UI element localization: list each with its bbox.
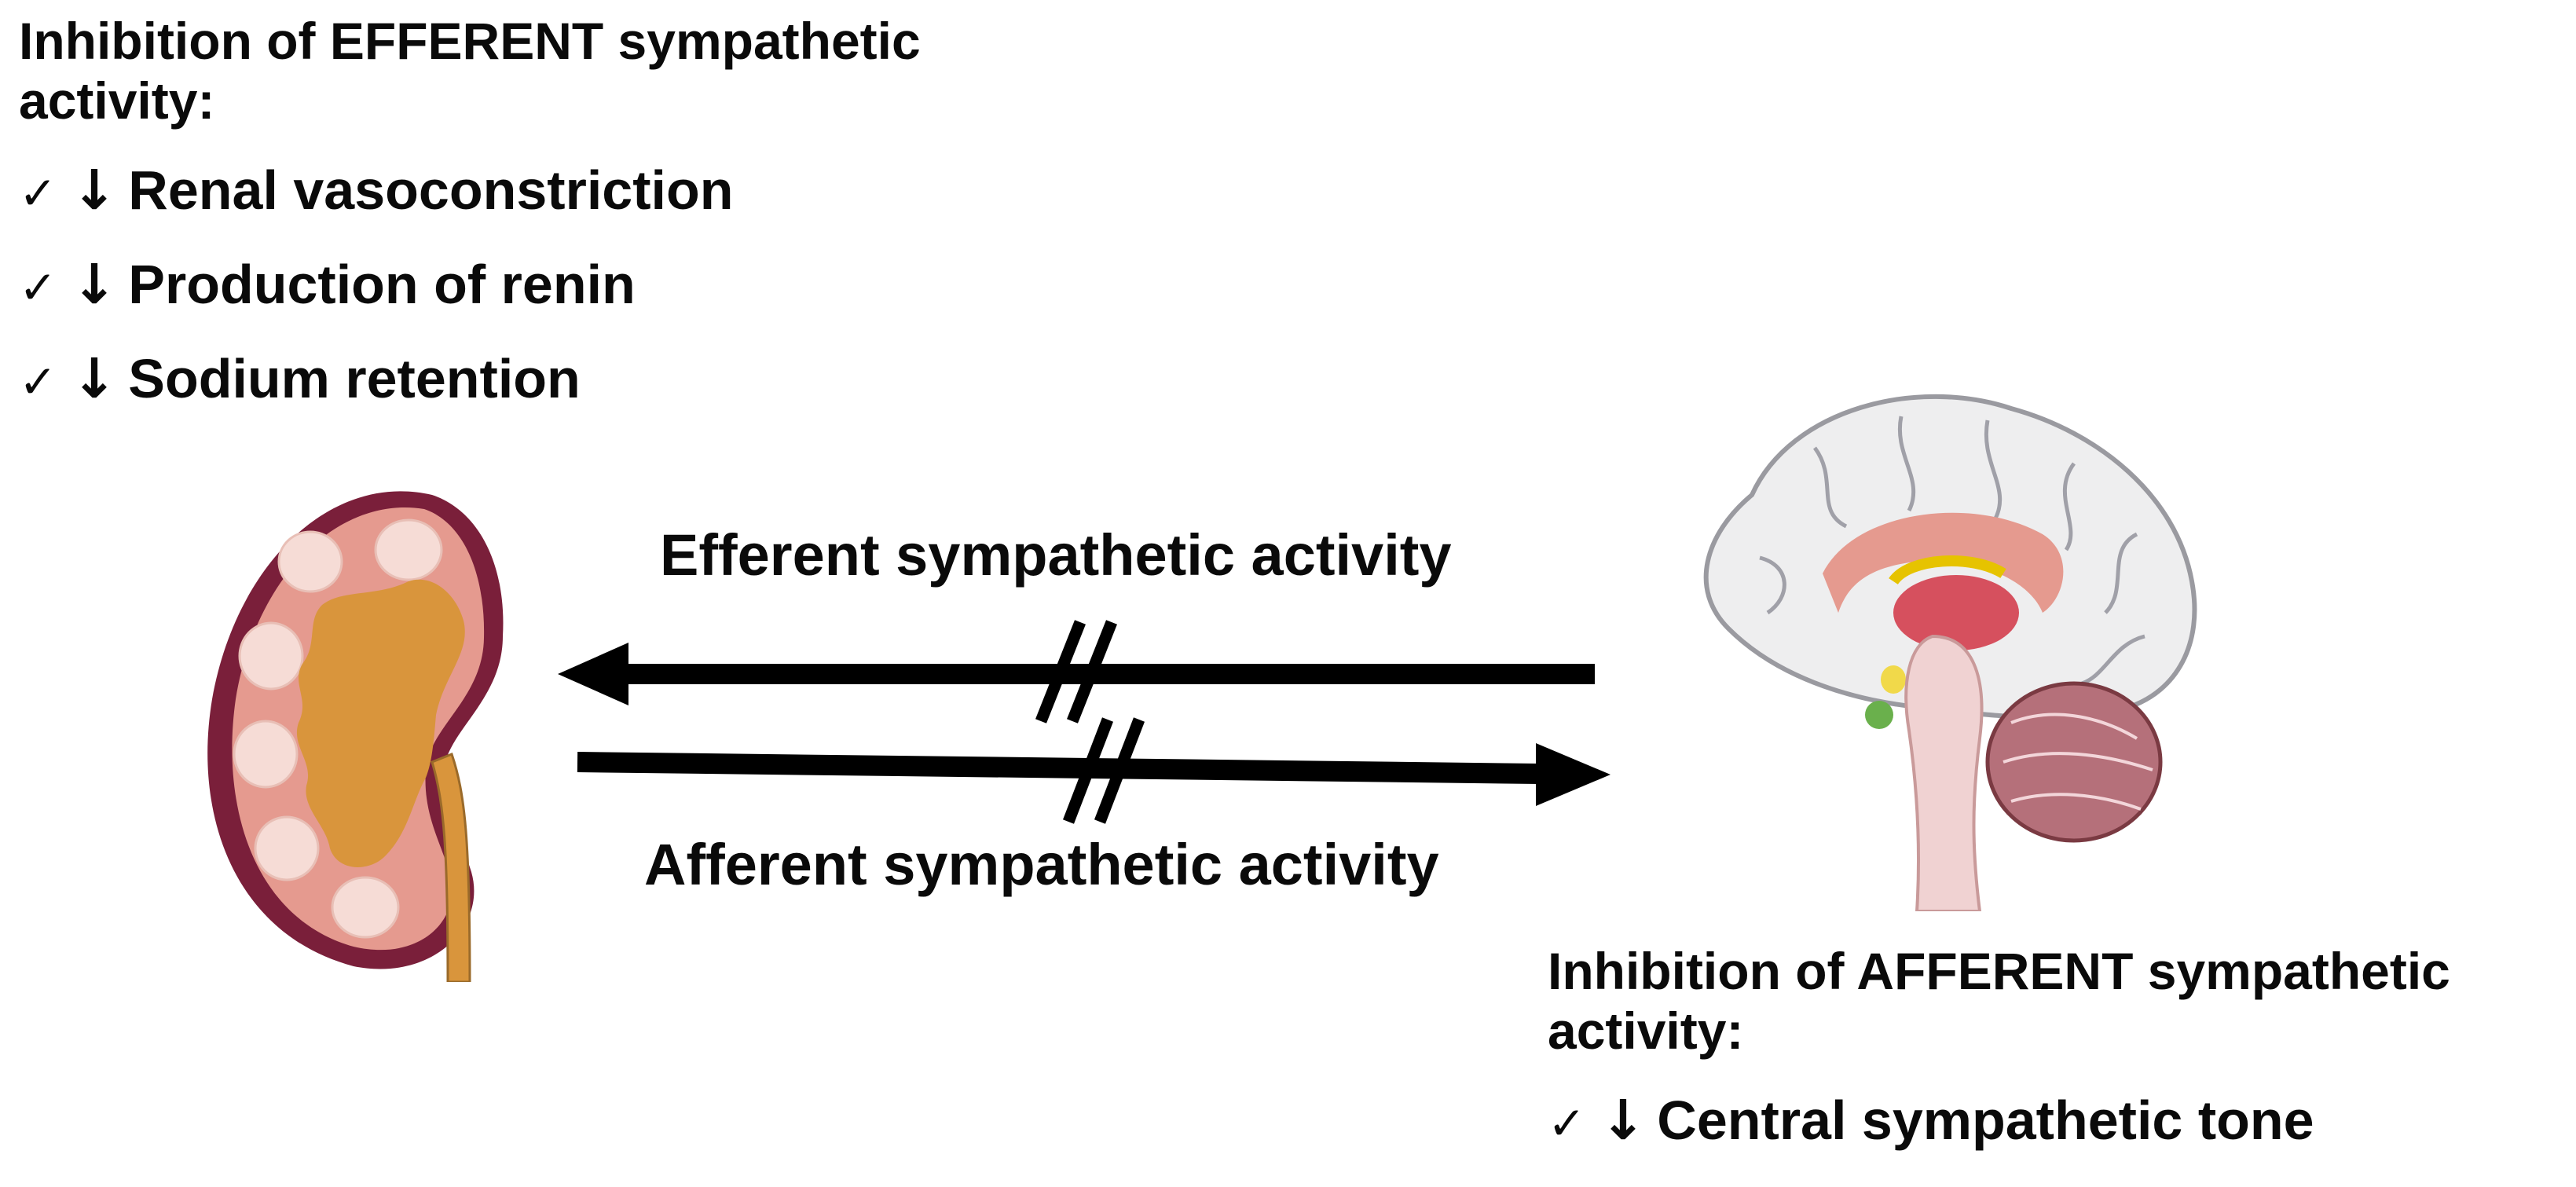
- efferent-effect-item: ✓ ↓Production of renin: [19, 253, 1119, 319]
- down-arrow-icon: ↓: [71, 252, 118, 317]
- afferent-effect-item: ✓↓Central sympathetic tone: [1548, 1089, 2569, 1155]
- brainstem: [1904, 634, 1984, 911]
- efferent-effect-text: Renal vasoconstriction: [128, 159, 734, 221]
- hypothalamus: [1881, 665, 1906, 694]
- efferent-effect-text: Sodium retention: [128, 348, 581, 409]
- afferent-arrow-label: Afferent sympathetic activity: [644, 832, 1439, 897]
- thalamus: [1893, 575, 2019, 650]
- afferent-block-marks: [1062, 717, 1145, 824]
- ureter: [431, 753, 471, 982]
- down-arrow-icon: ↓: [71, 158, 118, 222]
- efferent-arrow: [558, 643, 1595, 705]
- pituitary-gland: [1865, 701, 1893, 729]
- efferent-effects-heading: Inhibition of EFFERENT sympathetic activ…: [19, 12, 921, 130]
- efferent-effects-block: Inhibition of EFFERENT sympathetic activ…: [19, 11, 1119, 413]
- check-icon: ✓: [19, 355, 57, 408]
- efferent-arrow-label: Efferent sympathetic activity: [660, 522, 1452, 588]
- down-arrow-icon: ↓: [71, 346, 118, 411]
- efferent-effect-item: ✓ ↓Renal vasoconstriction: [19, 159, 1119, 225]
- kidney-illustration: [207, 491, 504, 982]
- efferent-effect-item: ✓ ↓Sodium retention: [19, 347, 1119, 413]
- check-icon: ✓: [19, 261, 57, 314]
- cortex-folds: [1759, 416, 2145, 686]
- afferent-arrow: [577, 743, 1610, 806]
- corpus-callosum: [1823, 512, 2064, 613]
- cerebellum-folia: [2003, 713, 2153, 811]
- efferent-effect-text: Production of renin: [128, 254, 636, 315]
- afferent-effect-text: Central sympathetic tone: [1657, 1090, 2314, 1151]
- afferent-effects-heading: Inhibition of AFFERENT sympathetic activ…: [1548, 942, 2450, 1060]
- fornix: [1889, 555, 2006, 585]
- afferent-effects-block: Inhibition of AFFERENT sympathetic activ…: [1548, 941, 2569, 1155]
- renal-pyramids: [233, 518, 443, 939]
- check-icon: ✓: [1548, 1097, 1586, 1150]
- brain-illustration: [1703, 394, 2197, 911]
- renal-pelvis: [296, 579, 465, 867]
- efferent-block-marks: [1035, 620, 1117, 724]
- down-arrow-icon: ↓: [1599, 1088, 1647, 1152]
- check-icon: ✓: [19, 167, 57, 220]
